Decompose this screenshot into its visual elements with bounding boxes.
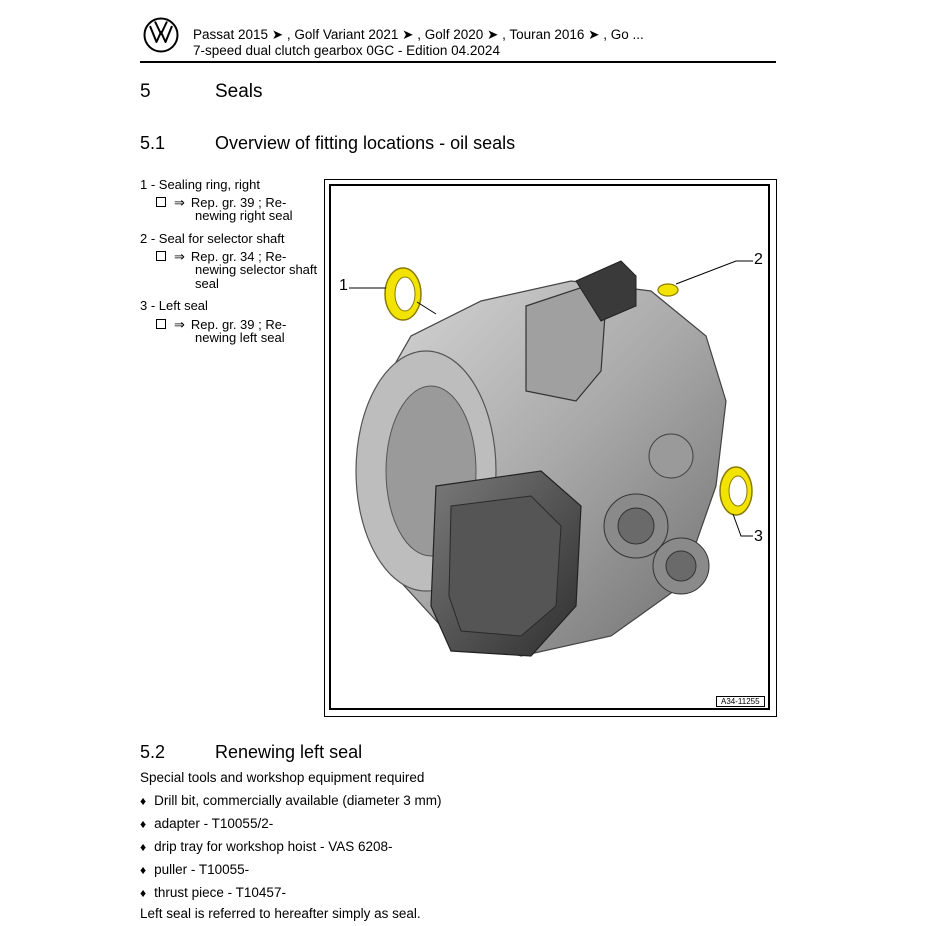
seal-3-icon — [719, 466, 753, 516]
checkbox-icon — [156, 319, 166, 329]
list-item: ♦puller - T10055- — [140, 862, 250, 877]
legend-item-note: ⇒Rep. gr. 39 ; Re- — [156, 196, 286, 209]
legend-item-note-cont: newing left seal — [195, 330, 285, 345]
header-models: Passat 2015 ➤ , Golf Variant 2021 ➤ , Go… — [193, 27, 644, 42]
callout-2: 2 — [754, 251, 763, 268]
callout-3: 3 — [754, 528, 763, 545]
callout-1-line — [349, 287, 437, 315]
callout-1: 1 — [339, 277, 348, 294]
figure-inner-frame — [329, 184, 770, 710]
legend-item-note-cont: newing right seal — [195, 208, 293, 223]
legend-item-label: 2 - Seal for selector shaft — [140, 231, 285, 246]
legend-item-note: ⇒Rep. gr. 34 ; Re- — [156, 250, 286, 263]
arrow-icon: ⇒ — [174, 317, 185, 332]
checkbox-icon — [156, 197, 166, 207]
gearbox-illustration — [349, 260, 753, 657]
subsection-title: Overview of fitting locations - oil seal… — [215, 133, 516, 153]
callout-2-line — [675, 260, 753, 285]
list-item: ♦Drill bit, commercially available (diam… — [140, 793, 442, 808]
legend-item-label: 1 - Sealing ring, right — [140, 177, 260, 192]
section-number: 5 — [140, 81, 151, 102]
tools-intro: Special tools and workshop equipment req… — [140, 770, 425, 785]
figure-frame — [324, 179, 777, 717]
bullet-icon: ♦ — [140, 817, 147, 831]
subsection-title: Renewing left seal — [215, 742, 363, 762]
bullet-icon: ♦ — [140, 886, 147, 900]
bullet-icon: ♦ — [140, 840, 147, 854]
legend-item-label: 3 - Left seal — [140, 298, 208, 313]
subsection-number: 5.1 — [140, 133, 166, 153]
list-item: ♦drip tray for workshop hoist - VAS 6208… — [140, 839, 393, 854]
checkbox-icon — [156, 251, 166, 261]
list-item: ♦thrust piece - T10457- — [140, 885, 286, 900]
header-rule — [140, 61, 776, 63]
callout-3-line — [732, 513, 753, 537]
arrow-icon: ⇒ — [174, 249, 185, 264]
header-subtitle: 7-speed dual clutch gearbox 0GC - Editio… — [193, 43, 500, 58]
bullet-icon: ♦ — [140, 794, 147, 808]
legend-item-note-cont: newing selector shaft — [195, 262, 318, 277]
vw-logo — [143, 17, 179, 53]
arrow-icon: ⇒ — [174, 195, 185, 210]
legend-item-note-cont: seal — [195, 276, 219, 291]
legend-item-note: ⇒Rep. gr. 39 ; Re- — [156, 318, 286, 331]
bullet-icon: ♦ — [140, 863, 147, 877]
list-item: ♦adapter - T10055/2- — [140, 816, 274, 831]
section-title: Seals — [215, 81, 263, 102]
closing-note: Left seal is referred to hereafter simpl… — [140, 906, 421, 921]
seal-2-icon — [657, 283, 679, 297]
figure-id: A34-11255 — [716, 696, 765, 707]
subsection-number: 5.2 — [140, 742, 166, 762]
seal-1-icon — [384, 267, 422, 321]
